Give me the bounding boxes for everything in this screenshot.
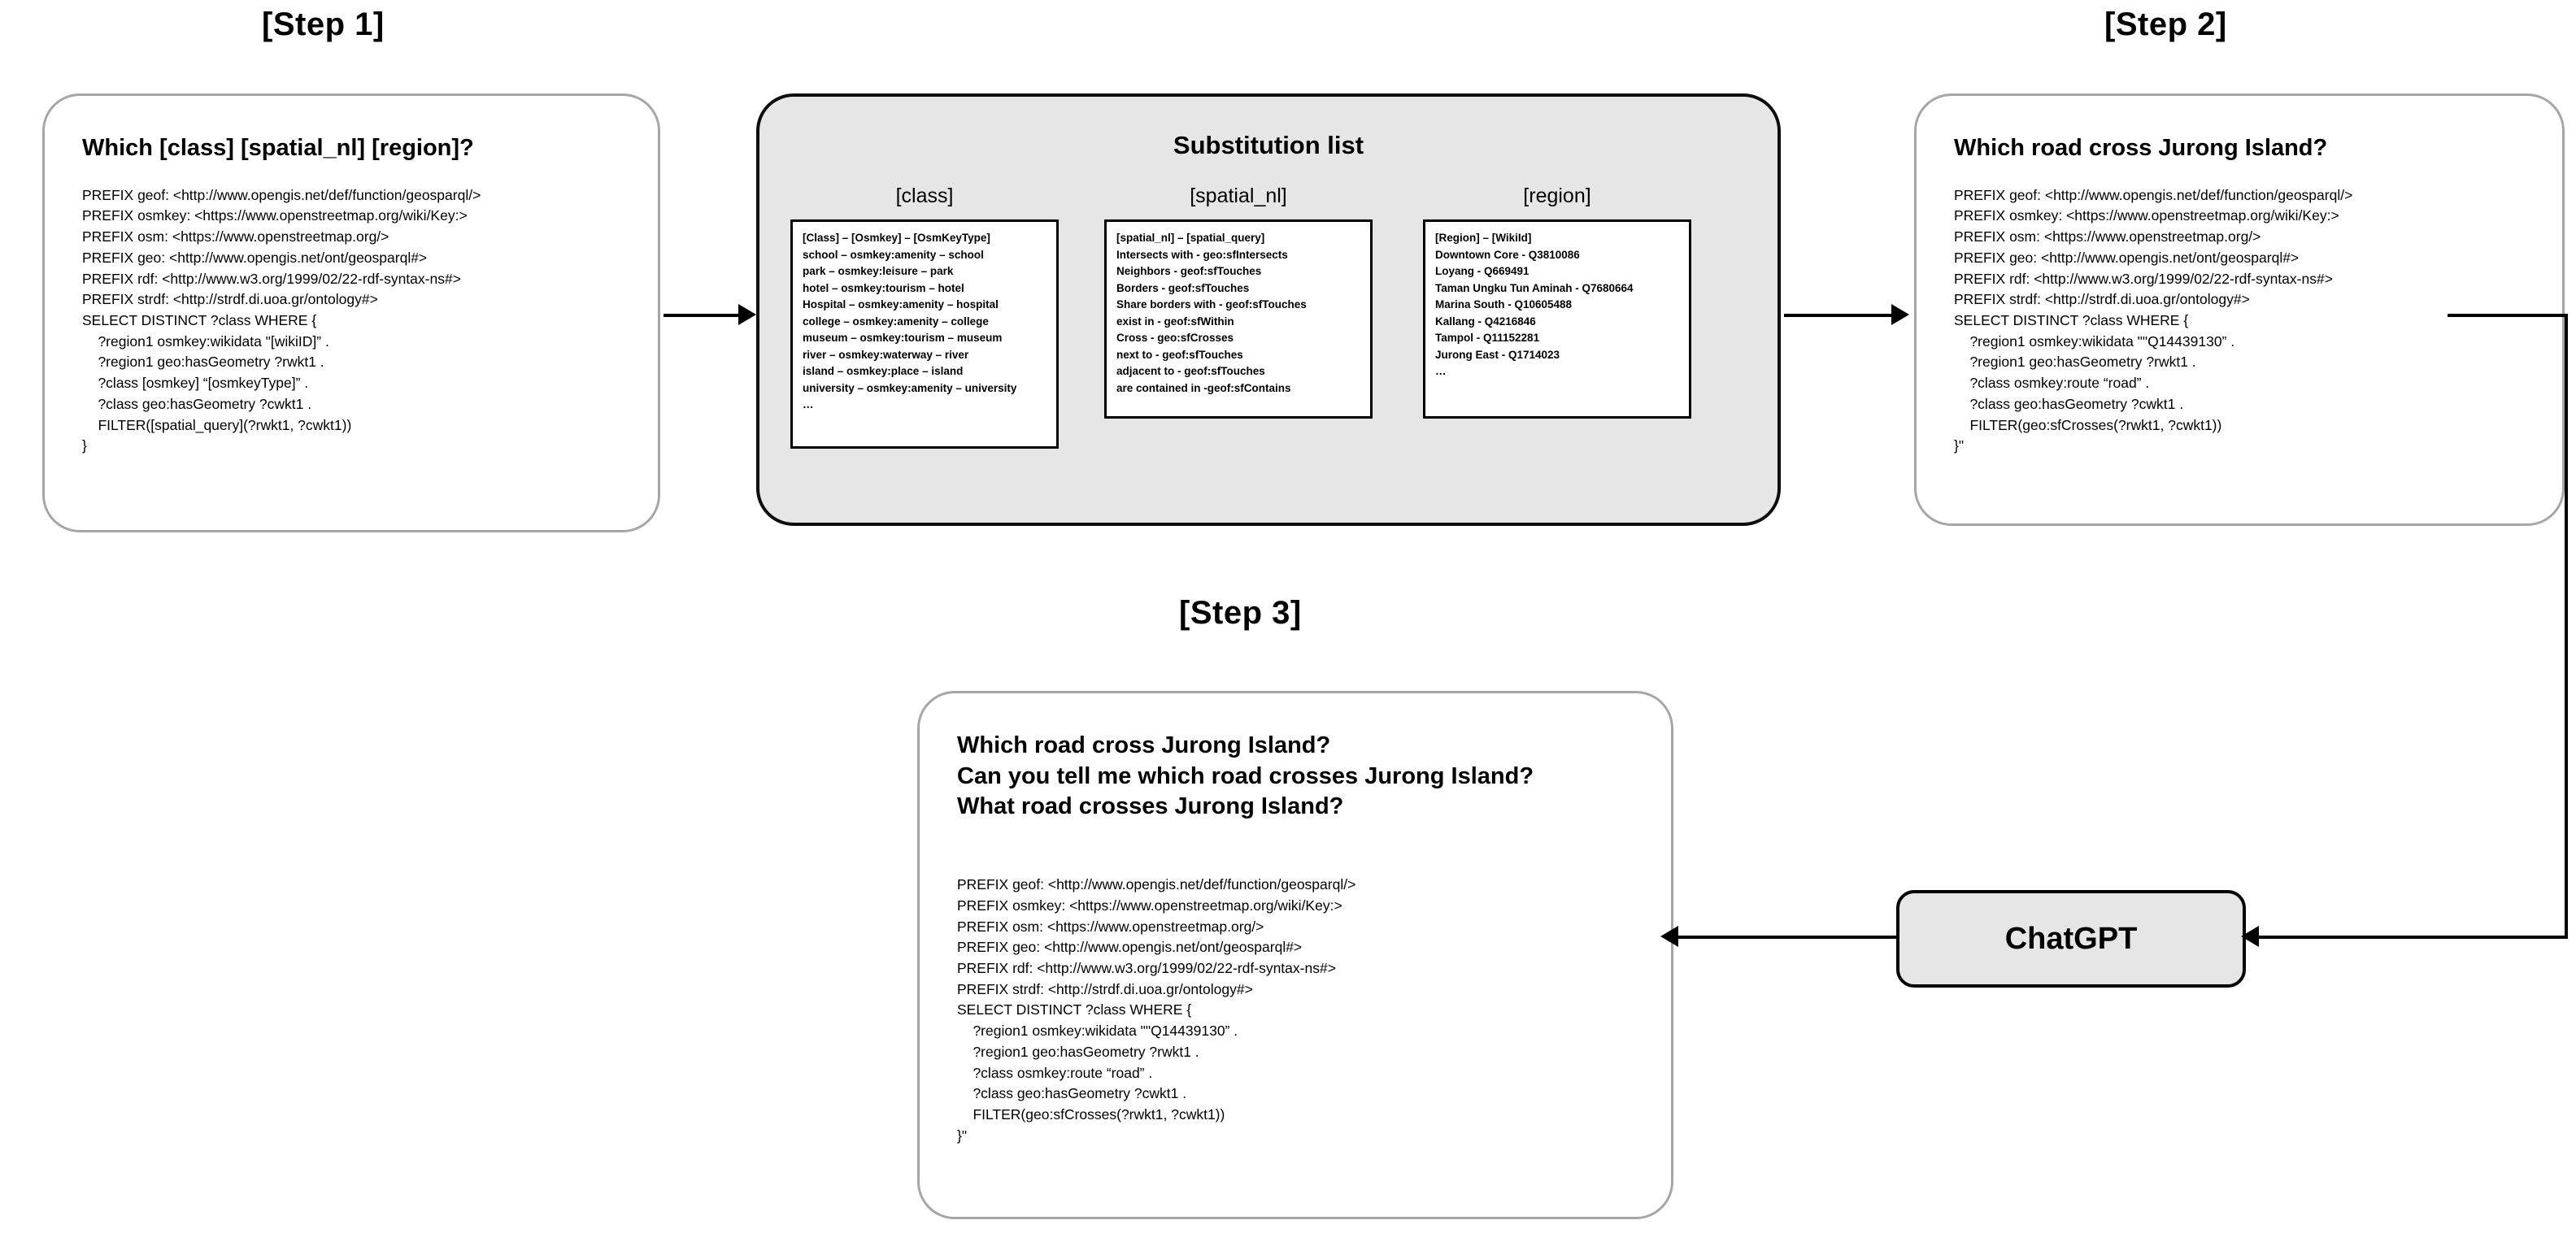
spatial-line: adjacent to - geof:sfTouches xyxy=(1116,365,1265,378)
spatial-line: are contained in -geof:sfContains xyxy=(1116,381,1291,394)
class-line: museum – osmkey:tourism – museum xyxy=(803,332,1003,345)
step-3-question-3: What road crosses Jurong Island? xyxy=(957,793,1344,820)
spatial-line: [spatial_nl] – [spatial_query] xyxy=(1116,232,1265,244)
spatial-line: Intersects with - geo:sfIntersects xyxy=(1116,248,1288,261)
column-header-spatial-nl: [spatial_nl] xyxy=(1190,185,1287,207)
step-1-panel: Which [class] [spatial_nl] [region]? PRE… xyxy=(42,93,660,532)
step-2-sparql-query: SELECT DISTINCT ?class WHERE { ?region1 … xyxy=(1954,312,2235,454)
substitution-column-region: [region] [Region] – [WikiId] Downtown Co… xyxy=(1423,185,1691,419)
region-line: Downtown Core - Q3810086 xyxy=(1435,248,1580,261)
spatial-line: Neighbors - geof:sfTouches xyxy=(1116,265,1262,278)
step-2-label: [Step 2] xyxy=(2104,7,2227,42)
step-3-prefix-geo: PREFIX geo: <http://www.opengis.net/ont/… xyxy=(957,939,1303,956)
step-1-prefix-rdf: PREFIX rdf: <http://www.w3.org/1999/02/2… xyxy=(82,270,461,287)
spatial-line: Cross - geo:sfCrosses xyxy=(1116,332,1234,345)
region-line: … xyxy=(1435,365,1447,378)
column-header-class: [class] xyxy=(895,185,954,207)
spatial-line: exist in - geof:sfWithin xyxy=(1116,315,1234,328)
arrowhead-to-step3 xyxy=(1660,926,1678,947)
region-line: Taman Ungku Tun Aminah - Q7680664 xyxy=(1435,281,1634,294)
connector-right-down xyxy=(2565,314,2568,939)
chatgpt-label: ChatGPT xyxy=(2004,921,2138,956)
class-line: river – osmkey:waterway – river xyxy=(803,348,969,361)
step-2-panel: Which road cross Jurong Island? PREFIX g… xyxy=(1914,93,2565,526)
step-2-prefix-rdf: PREFIX rdf: <http://www.w3.org/1999/02/2… xyxy=(1954,270,2333,287)
substitution-column-class: [class] [Class] – [Osmkey] – [OsmKeyType… xyxy=(790,185,1059,449)
class-line: school – osmkey:amenity – school xyxy=(803,248,984,261)
column-box-spatial-nl: [spatial_nl] – [spatial_query] Intersect… xyxy=(1104,219,1373,419)
region-line: Marina South - Q10605488 xyxy=(1435,298,1573,311)
column-box-region: [Region] – [WikiId] Downtown Core - Q381… xyxy=(1423,219,1691,419)
class-line: Hospital – osmkey:amenity – hospital xyxy=(803,298,999,311)
connector-step1-to-substitution xyxy=(664,314,742,317)
step-2-prefix-geo: PREFIX geo: <http://www.opengis.net/ont/… xyxy=(1954,249,2300,266)
arrowhead-to-chatgpt xyxy=(2241,926,2259,947)
step-2-prefix-osm: PREFIX osm: <https://www.openstreetmap.o… xyxy=(1954,228,2261,245)
class-line: … xyxy=(803,398,814,411)
step-1-prefix-osmkey: PREFIX osmkey: <https://www.openstreetma… xyxy=(82,207,468,224)
connector-step2-right xyxy=(2448,314,2568,317)
connector-substitution-to-step2 xyxy=(1784,314,1895,317)
step-2-prefix-osmkey: PREFIX osmkey: <https://www.openstreetma… xyxy=(1954,207,2339,224)
column-box-class: [Class] – [Osmkey] – [OsmKeyType] school… xyxy=(790,219,1059,449)
class-line: park – osmkey:leisure – park xyxy=(803,265,954,278)
step-1-prefix-strdf: PREFIX strdf: <http://strdf.di.uoa.gr/on… xyxy=(82,291,378,308)
class-line: [Class] – [Osmkey] – [OsmKeyType] xyxy=(803,232,990,244)
step-1-question: Which [class] [spatial_nl] [region]? xyxy=(82,135,474,161)
class-line: college – osmkey:amenity – college xyxy=(803,315,989,328)
step-2-prefix-geof: PREFIX geof: <http://www.opengis.net/def… xyxy=(1954,186,2353,203)
spatial-line: Borders - geof:sfTouches xyxy=(1116,281,1250,294)
step-3-label: [Step 3] xyxy=(1179,595,1302,631)
step-3-prefix-osmkey: PREFIX osmkey: <https://www.openstreetma… xyxy=(957,897,1342,914)
region-line: Tampol - Q11152281 xyxy=(1435,332,1540,345)
step-3-content: Which road cross Jurong Island? Can you … xyxy=(920,693,1671,1217)
step-1-label: [Step 1] xyxy=(262,7,385,42)
region-line: Kallang - Q4216846 xyxy=(1435,315,1536,328)
substitution-list-title: Substitution list xyxy=(1173,131,1364,159)
step-2-prefix-strdf: PREFIX strdf: <http://strdf.di.uoa.gr/on… xyxy=(1954,291,2250,308)
substitution-list-panel: Substitution list [class] [Class] – [Osm… xyxy=(756,93,1781,526)
arrowhead-to-step2 xyxy=(1891,304,1909,325)
spatial-line: next to - geof:sfTouches xyxy=(1116,348,1243,361)
step-3-prefix-strdf: PREFIX strdf: <http://strdf.di.uoa.gr/on… xyxy=(957,980,1253,997)
step-3-prefix-osm: PREFIX osm: <https://www.openstreetmap.o… xyxy=(957,918,1264,935)
step-1-prefix-geo: PREFIX geo: <http://www.opengis.net/ont/… xyxy=(82,249,428,266)
step-2-content: Which road cross Jurong Island? PREFIX g… xyxy=(1917,96,2562,523)
class-line: island – osmkey:place – island xyxy=(803,365,964,378)
step-3-question-2: Can you tell me which road crosses Juron… xyxy=(957,762,1534,789)
connector-into-chatgpt xyxy=(2243,936,2566,939)
substitution-column-spatial-nl: [spatial_nl] [spatial_nl] – [spatial_que… xyxy=(1104,185,1373,419)
step-3-questions: Which road cross Jurong Island? Can you … xyxy=(957,731,1638,823)
step-1-sparql-query: SELECT DISTINCT ?class WHERE { ?region1 … xyxy=(82,312,352,454)
step-3-prefix-rdf: PREFIX rdf: <http://www.w3.org/1999/02/2… xyxy=(957,959,1336,976)
spatial-line: Share borders with - geof:sfTouches xyxy=(1116,298,1307,311)
chatgpt-node: ChatGPT xyxy=(1896,890,2246,988)
connector-chatgpt-to-step3 xyxy=(1677,936,1898,939)
region-line: Loyang - Q669491 xyxy=(1435,265,1530,278)
class-line: university – osmkey:amenity – university xyxy=(803,381,1017,394)
region-line: Jurong East - Q1714023 xyxy=(1435,348,1560,361)
step-2-question: Which road cross Jurong Island? xyxy=(1954,135,2328,161)
step-3-panel: Which road cross Jurong Island? Can you … xyxy=(917,691,1673,1219)
class-line: hotel – osmkey:tourism – hotel xyxy=(803,281,964,294)
step-3-question-1: Which road cross Jurong Island? xyxy=(957,732,1331,758)
arrowhead-to-substitution xyxy=(738,304,756,325)
step-1-prefix-geof: PREFIX geof: <http://www.opengis.net/def… xyxy=(82,186,481,203)
step-1-prefix-osm: PREFIX osm: <https://www.openstreetmap.o… xyxy=(82,228,389,245)
step-3-prefix-geof: PREFIX geof: <http://www.opengis.net/def… xyxy=(957,876,1356,893)
step-1-content: Which [class] [spatial_nl] [region]? PRE… xyxy=(45,96,658,530)
region-line: [Region] – [WikiId] xyxy=(1435,232,1532,244)
step-3-sparql-query: SELECT DISTINCT ?class WHERE { ?region1 … xyxy=(957,1001,1238,1144)
column-header-region: [region] xyxy=(1523,185,1591,207)
